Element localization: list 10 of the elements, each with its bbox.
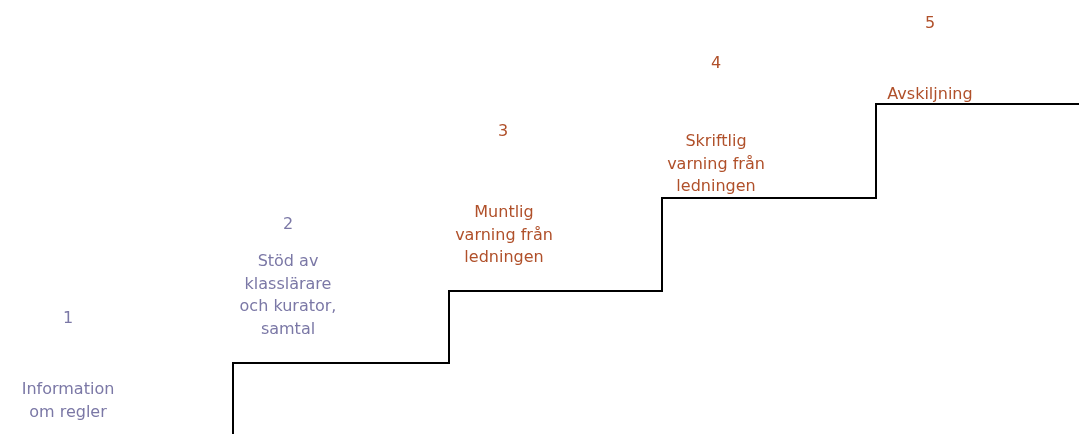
step-number: 3 <box>496 120 510 142</box>
step-number: 1 <box>61 307 75 329</box>
step-number: 4 <box>709 52 723 74</box>
step-text: Information om regler <box>20 378 116 423</box>
step-text: Muntlig varning från ledningen <box>454 201 554 268</box>
step-number: 5 <box>923 12 937 34</box>
step-number: 2 <box>281 213 295 235</box>
step-text: Stöd av klasslärare och kurator, samtal <box>238 250 338 340</box>
step-text: Avskiljning <box>886 83 974 105</box>
step-text: Skriftlig varning från ledningen <box>666 130 766 197</box>
